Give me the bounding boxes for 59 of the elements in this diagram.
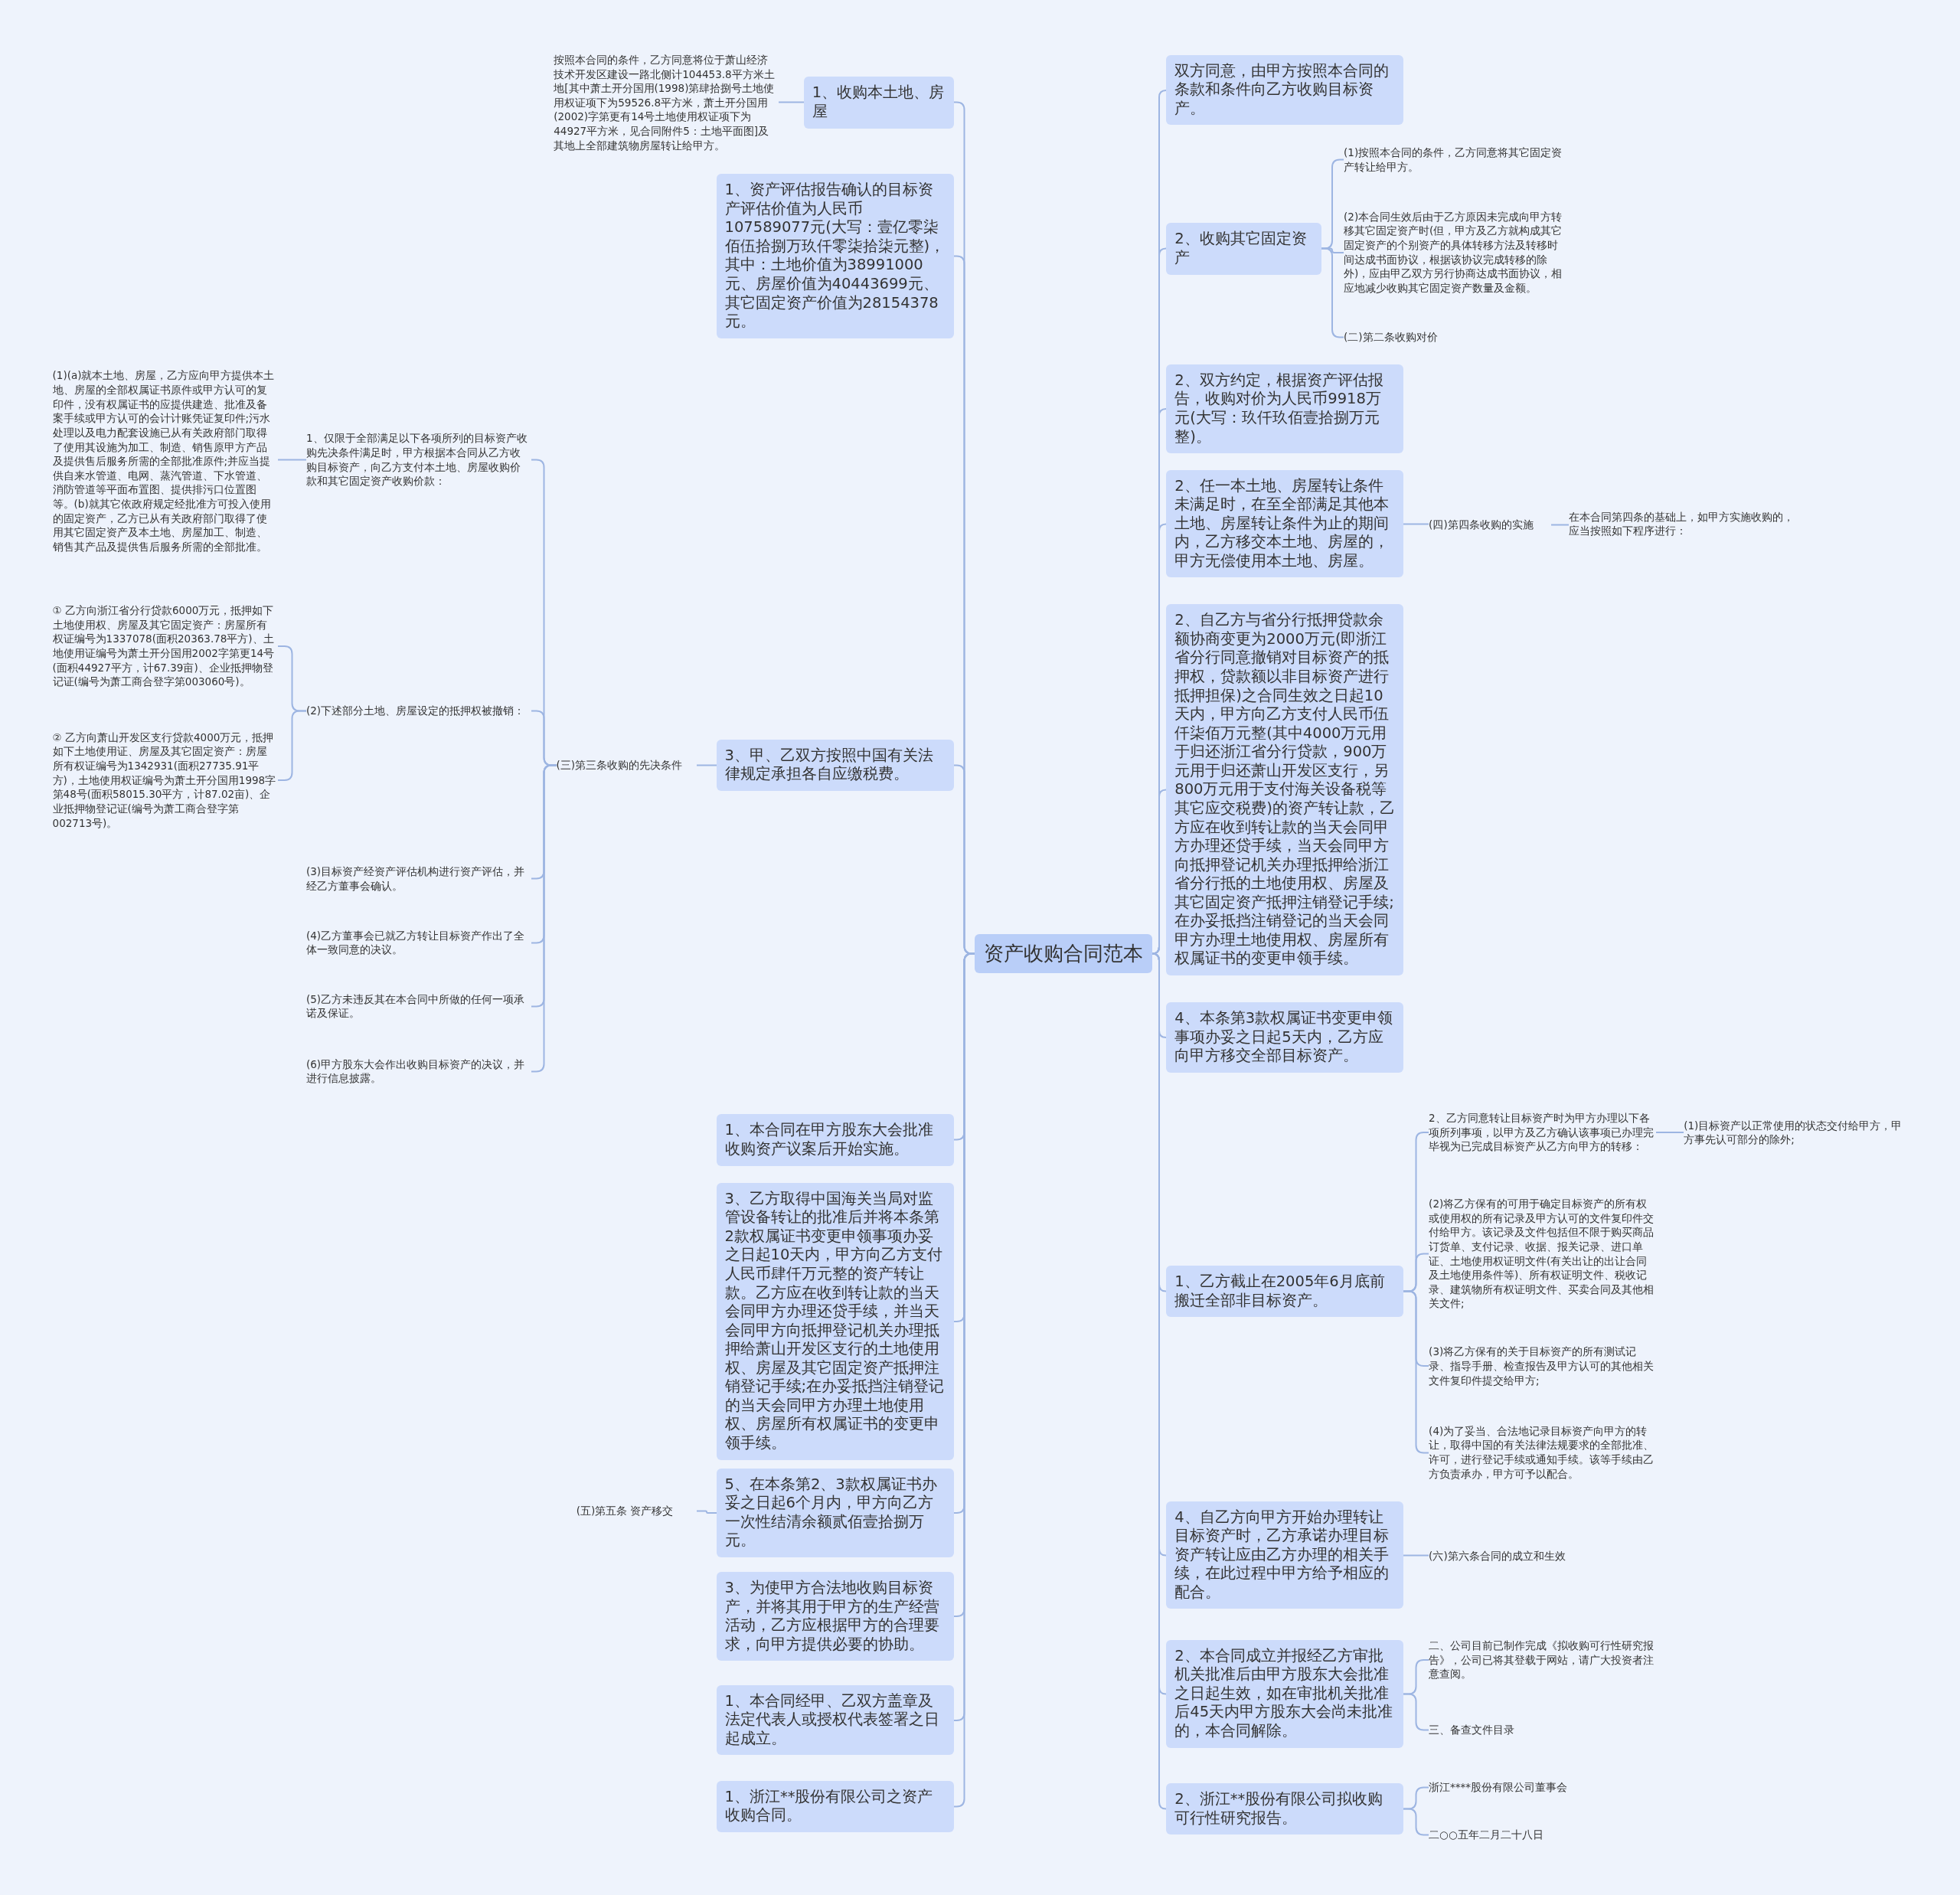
connector-line xyxy=(1550,524,1570,526)
connector-line xyxy=(1152,789,1167,955)
topic-box: 2、浙江**股份有限公司拟收购可行性研究报告。 xyxy=(1166,1782,1404,1835)
topic-box: 1、乙方截止在2005年6月底前搬迁全部非目标资产。 xyxy=(1166,1266,1404,1318)
connector-line xyxy=(277,459,307,461)
branch-text: (1)目标资产以正常使用的状态交付给甲方，甲方事先认可部分的除外; xyxy=(1684,1118,1903,1147)
topic-box: 3、甲、乙双方按照中国有关法律规定承担各自应缴税费。 xyxy=(716,739,954,791)
connector-line xyxy=(778,101,805,103)
branch-text: (2)将乙方保有的可用于确定目标资产的所有权或使用权的所有记录及甲方认可的文件复印件交付给甲方。该记录及文件包括但不限于购买商品订货单、支付记录、收据、报关记录、进口单证、土地使用权证明文件(有关出让的出让合同及土地使用条件等)、所有权证明文件、税收记录、建筑物所有权证明文件、买卖合同及其他相关文件; xyxy=(1429,1197,1657,1312)
topic-box: 2、自乙方与省分行抵押贷款余额协商变更为2000万元(即浙江省分行同意撤销对目标资产的抵押权，贷款额以非目标资产进行抵押担保)之合同生效之日起10天内，甲方向乙方支付人民币伍仟柒佰万元整(其中4000万元用于归还浙江省分行贷款，900万元用于归还萧山开发区支行，另800万元用于支付海关设备税等其它应交税费)的资产转让款，乙方应在收到转让款的当天会同甲方办理还贷手续，当天会同甲方向抵押登记机关办理抵押给浙江省分行抵的土地使用权、房屋及其它固定资产抵押注销登记手续;在办妥抵挡注销登记的当天会同甲方办理土地使用权、房屋所有权属证书的变更申领手续。 xyxy=(1166,604,1404,975)
branch-text: (4)为了妥当、合法地记录目标资产向甲方的转让，取得中国的有关法律法规要求的全部批准、许可，进行登记手续或通知手续。该等手续由乙方负责承办，甲方可予以配合。 xyxy=(1429,1423,1657,1482)
branch-text: (1)按照本合同的条件，乙方同意将其它固定资产转让给甲方。 xyxy=(1344,145,1569,175)
topic-box: 1、本合同经甲、乙双方盖章及法定代表人或授权代表签署之日起成立。 xyxy=(716,1684,954,1756)
branch-text: 2、乙方同意转让目标资产时为甲方办理以下各项所列事项，以甲方及乙方确认该事项已办理完毕视为已完成目标资产从乙方向甲方的转移： xyxy=(1429,1111,1657,1155)
branch-text: (4)乙方董事会已就乙方转让目标资产作出了全体一致同意的决议。 xyxy=(306,928,531,957)
branch-text: (6)甲方股东大会作出收购目标资产的决议，并进行信息披露。 xyxy=(306,1057,531,1086)
branch-text: (三)第三条收购的先决条件 xyxy=(556,757,697,773)
topic-box: 2、收购其它固定资产 xyxy=(1166,223,1321,275)
topic-box: 3、为使甲方合法地收购目标资产，并将其用于甲方的生产经营活动，乙方应根据甲方的合理要求，向甲方提供必要的协助。 xyxy=(716,1572,954,1661)
branch-text: 二、公司目前已制作完成《拟收购可行性研究报告》，公司已将其登载于网站，请广大投资者注意查阅。 xyxy=(1429,1639,1657,1682)
topic-box: 2、任一本土地、房屋转让条件未满足时，在至全部满足其他本土地、房屋转让条件为止的期间内，乙方移交本土地、房屋的，甲方无偿使用本土地、房屋。 xyxy=(1166,469,1404,578)
branch-text: (六)第六条合同的成立和生效 xyxy=(1429,1549,1610,1563)
topic-box: 1、浙江**股份有限公司之资产收购合同。 xyxy=(716,1780,954,1832)
connector-line xyxy=(1655,1132,1684,1133)
connector-line xyxy=(1403,523,1429,525)
topic-box: 1、收购本土地、房屋 xyxy=(803,77,954,129)
branch-text: 1、仅限于全部满足以下各项所列的目标资产收购先决条件满足时，甲方根据本合同从乙方收购目标资产，向乙方支付本土地、房屋收购价款和其它固定资产收购价款： xyxy=(306,431,531,488)
central-topic-box: 资产收购合同范本 xyxy=(975,934,1153,974)
topic-box: 双方同意，由甲方按照本合同的条款和条件向乙方收购目标资产。 xyxy=(1166,54,1404,126)
connector-line xyxy=(696,1510,717,1514)
topic-box: 2、本合同成立并报经乙方审批机关批准后由甲方股东大会批准之日起生效，如在审批机关批准后45天内甲方股东大会尚未批准的，本合同解除。 xyxy=(1166,1639,1404,1748)
branch-text: ① 乙方向浙江省分行贷款6000万元，抵押如下土地使用权、房屋及其它固定资产：房屋所有权证编号为1337078(面积20363.78平方)、土地使用证编号为萧土开分国用2002字第更14号(面积44927平方，计67.39亩)、企业抵押物登记证(编号为萧工商合登字第003060号)。 xyxy=(52,603,278,689)
branch-text: (2)本合同生效后由于乙方原因未完成向甲方转移其它固定资产时(但，甲方及乙方就构成其它固定资产的个别资产的具体转移方法及转移时间达成书面协议，根据该协议完成转移的除外)，应由甲乙双方另行协商达成书面协议，相应地减少收购其它固定资产数量及金额。 xyxy=(1344,209,1569,296)
branch-text: (1)(a)就本土地、房屋，乙方应向甲方提供本土地、房屋的全部权属证书原件或甲方认可的复印件，没有权属证书的应提供建造、批准及备案手续或甲方认可的会计计账凭证复印件;污水处理以及电力配套设施已从有关政府部门取得了使用其设施为加工、制造、销售原甲方产品及提供售后服务所需的全部批准原件;并应当提供自来水管道、电网、蒸汽管道、下水管道、消防管道等平面布置图、提供排污口位置图等。(b)就其它依政府规定经批准方可投入使用的固定资产，乙方已从有关政府部门取得了使用其它固定资产及本土地、房屋加工、制造、销售其产品及提供售后服务所需的全部批准。 xyxy=(52,368,278,554)
branch-text: (二)第二条收购对价 xyxy=(1344,330,1569,345)
connector-line xyxy=(696,764,717,766)
topic-box: 5、在本条第2、3款权属证书办妥之日起6个月内，甲方向乙方一次性结清余额贰佰壹拾捌万元。 xyxy=(716,1468,954,1557)
branch-text: 在本合同第四条的基础上，如甲方实施收购的，应当按照如下程序进行： xyxy=(1568,509,1800,538)
branch-text: 浙江****股份有限公司董事会 xyxy=(1429,1780,1657,1795)
branch-text: 二○○五年二月二十八日 xyxy=(1429,1828,1657,1842)
branch-text: ② 乙方向萧山开发区支行贷款4000万元，抵押如下土地使用证、房屋及其它固定资产：房屋所有权证编号为1342931(面积27735.91平方)，土地使用权证编号为萧土开分国用1998字第48号(面积58015.30平方，计87.02亩)、企业抵押物登记证(编号为萧工商合登字第002713号)。 xyxy=(52,730,278,831)
branch-text: (五)第五条 资产移交 xyxy=(576,1504,697,1518)
connector-line xyxy=(1403,1693,1429,1731)
connector-line xyxy=(1320,247,1344,338)
branch-text: 三、备查文件目录 xyxy=(1429,1723,1657,1737)
topic-box: 3、乙方取得中国海关当局对监管设备转让的批准后并将本条第2款权属证书变更申领事项办妥之日起10天内，甲方向乙方支付人民币肆仟万元整的资产转让款。乙方应在收到转让款的当天会同甲方办理还贷手续，并当天会同甲方向抵押登记机关办理抵押给萧山开发区支行的土地使用权、房屋及其它固定资产抵押注销登记手续;在办妥抵挡注销登记的当天会同甲方办理土地使用权、房屋所有权属证书的变更申领手续。 xyxy=(716,1182,954,1460)
branch-text: (2)下述部分土地、房屋设定的抵押权被撤销： xyxy=(306,704,531,719)
topic-box: 2、双方约定，根据资产评估报告，收购对价为人民币9918万元(大写：玖仟玖佰壹拾捌万元整)。 xyxy=(1166,364,1404,454)
branch-text: (四)第四条收购的实施 xyxy=(1429,518,1552,532)
branch-text: (3)目标资产经资产评估机构进行资产评估，并经乙方董事会确认。 xyxy=(306,864,531,894)
connector-line xyxy=(1403,1554,1429,1557)
topic-box: 4、本条第3款权属证书变更申领事项办妥之日起5天内，乙方应向甲方移交全部目标资产。 xyxy=(1166,1002,1404,1073)
topic-box: 4、自乙方向甲方开始办理转让目标资产时，乙方承诺办理目标资产转让应由乙方办理的相关手续，在此过程中甲方给予相应的配合。 xyxy=(1166,1501,1404,1609)
branch-text: (5)乙方未违反其在本合同中所做的任何一项承诺及保证。 xyxy=(306,992,531,1021)
branch-text: 按照本合同的条件，乙方同意将位于萧山经济技术开发区建设一路北侧计104453.8平方米土地[其中萧土开分国用(1998)第肆拾捌号土地使用权证项下为59526.8平方米，萧土开分国用(2002)字第更有14号土地使用权证项下为44927平方米，见合同附件5：土地平面图]及其地上全部建筑物房屋转让给甲方。 xyxy=(554,52,779,153)
topic-box: 1、资产评估报告确认的目标资产评估价值为人民币107589077元(大写：壹亿零柒佰伍拾捌万玖仟零柒拾柒元整)，其中：土地价值为38991000元、房屋价值为40443699元、其它固定资产价值为28154378元。 xyxy=(716,174,954,338)
topic-box: 1、本合同在甲方股东大会批准收购资产议案后开始实施。 xyxy=(716,1114,954,1166)
branch-text: (3)将乙方保有的关于目标资产的所有测试记录、指导手册、检查报告及甲方认可的其他相关文件复印件提交给甲方; xyxy=(1429,1344,1657,1388)
connector-line xyxy=(1403,1808,1429,1836)
